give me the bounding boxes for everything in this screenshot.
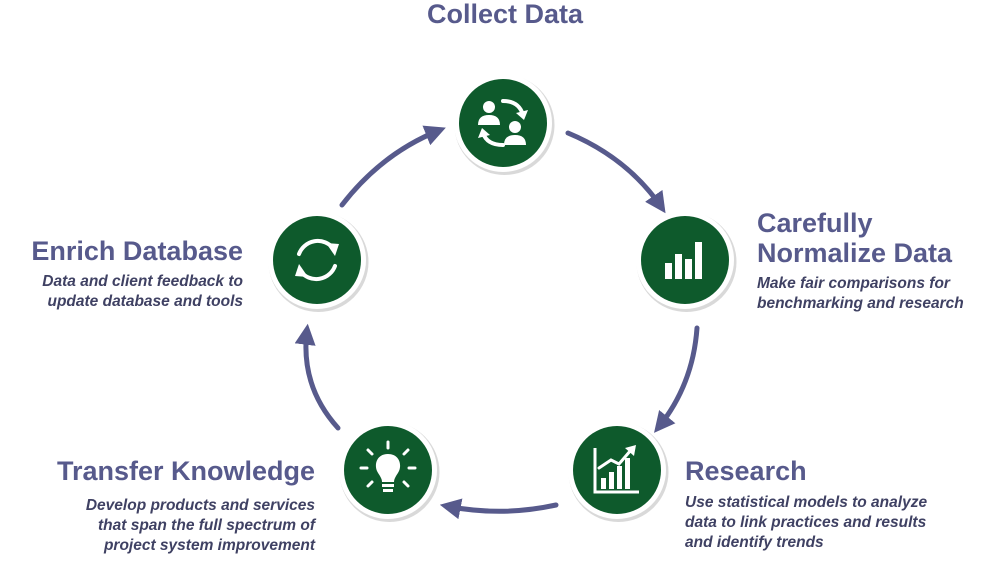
arrow-collect-to-normalize [565,130,666,214]
refresh-cycle-icon [295,238,339,282]
stage-desc-enrich-database: Data and client feedback to update datab… [42,273,243,310]
arrow-research-to-transfer [439,498,559,520]
stage-desc-normalize-data: Make fair comparisons for benchmarking a… [757,275,964,312]
stage-title-collect-data: Collect Data [426,0,584,29]
node-normalize-data [636,211,737,312]
cycle-arrows [294,125,700,520]
lightbulb-icon [359,440,417,492]
bar-chart-icon [665,242,702,279]
node-transfer-knowledge [339,421,440,522]
arrow-normalize-to-research [654,325,700,433]
arrow-enrich-to-collect [339,125,446,208]
stage-title-enrich-database: Enrich Database [31,236,243,266]
stage-title-research: Research [685,456,807,486]
arrow-transfer-to-enrich [294,323,341,431]
people-exchange-icon [478,99,528,147]
trending-chart-icon [593,445,639,494]
node-enrich-database [268,211,369,312]
node-collect-data [454,74,555,175]
stage-title-normalize-data: Carefully Normalize Data [757,208,953,268]
stage-title-transfer-knowledge: Transfer Knowledge [56,456,315,486]
stage-desc-research: Use statistical models to analyze data t… [685,494,928,551]
stage-desc-transfer-knowledge: Develop products and services that span … [85,497,315,554]
node-research [568,421,669,522]
